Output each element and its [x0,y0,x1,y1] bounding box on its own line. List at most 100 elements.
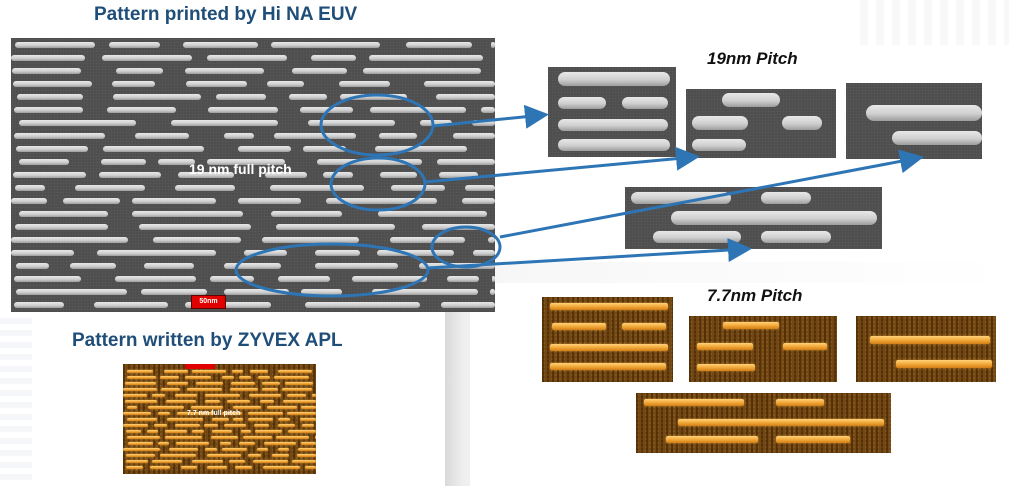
line-feature [186,81,247,87]
line-feature [302,424,314,427]
line-feature [300,107,353,113]
line-feature [262,388,278,391]
line-feature [116,68,163,74]
line-feature [473,250,495,256]
line-feature [260,400,274,403]
line-feature [276,436,309,439]
line-feature [115,276,196,282]
line-feature [107,107,176,113]
line-feature [158,412,170,415]
line-feature [377,250,454,256]
line-feature [15,42,95,48]
title-19nm-pitch: 19nm Pitch [707,49,798,68]
line-feature [152,394,165,397]
line-feature [235,466,252,469]
line-feature [112,81,155,87]
line-feature [301,406,316,409]
line-feature [262,382,280,385]
line-feature [158,442,169,445]
line-feature [14,133,105,139]
line-feature [305,302,420,308]
line-feature [298,448,316,451]
line-feature [253,460,288,463]
line-feature [288,430,316,433]
line-feature [447,276,479,282]
line-feature [241,430,251,433]
line-feature [14,107,83,113]
line-feature [375,146,467,152]
line-feature [183,42,258,48]
line-feature [761,231,831,243]
line-feature [127,370,153,373]
line-feature [205,400,220,403]
line-feature [164,370,188,373]
line-feature [276,224,395,230]
line-feature [210,276,254,282]
line-feature [192,430,204,433]
line-feature [230,388,258,391]
line-feature [94,302,168,308]
line-feature [220,442,231,445]
line-feature [776,399,824,406]
line-feature [312,394,316,397]
line-feature [558,119,668,131]
line-feature [271,42,380,48]
line-feature [420,120,452,126]
line-feature [16,289,127,295]
line-feature [141,289,207,295]
line-feature [211,436,238,439]
line-feature [238,146,291,152]
line-feature [132,211,243,217]
line-feature [326,198,437,204]
sem-crop-3 [846,83,982,159]
line-feature [171,120,278,126]
line-feature [161,388,180,391]
line-feature [439,172,478,178]
line-feature [19,159,69,165]
line-feature [113,94,201,100]
line-feature [125,400,157,403]
line-feature [13,172,86,178]
line-feature [870,336,990,344]
line-feature [101,159,146,165]
line-feature [370,107,466,113]
line-feature [207,55,287,61]
line-feature [653,231,741,243]
line-feature [424,81,495,87]
line-feature [271,211,342,217]
line-feature [63,198,120,204]
line-feature [783,343,827,350]
line-feature [892,131,982,145]
line-feature [369,55,483,61]
sem-image-main: 19 nm full pitch 50nm [11,38,495,312]
line-feature [233,406,261,409]
line-feature [666,436,758,443]
line-feature [192,370,226,373]
line-feature [301,442,316,445]
line-feature [127,436,160,439]
line-feature [300,418,316,421]
line-feature [212,430,232,433]
line-feature [126,454,155,457]
line-feature [287,394,306,397]
line-feature [224,289,289,295]
line-feature [139,224,251,230]
line-feature [379,133,417,139]
line-feature [391,185,445,191]
line-feature [135,133,189,139]
line-feature [12,68,81,74]
background-top-right-decor [860,0,1009,45]
line-feature [552,323,606,330]
line-feature [127,406,137,409]
line-feature [125,382,156,385]
line-feature [169,448,198,451]
line-feature [192,460,223,463]
sem-crop-4 [625,187,882,249]
line-feature [315,250,360,256]
line-feature [697,364,755,371]
line-feature [132,198,216,204]
line-feature [16,146,88,152]
line-feature [175,394,197,397]
line-feature [257,448,268,451]
line-feature [248,412,283,415]
